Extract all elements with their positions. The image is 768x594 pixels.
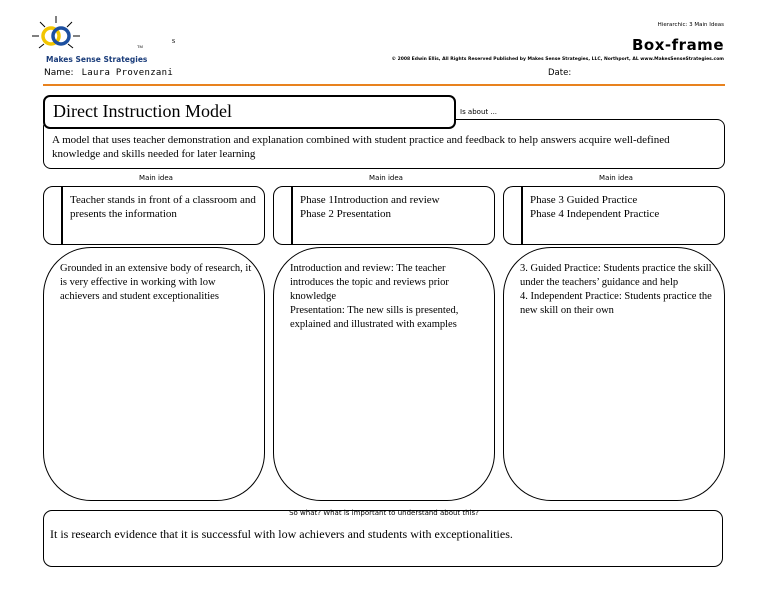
trademark: TM — [137, 44, 143, 49]
so-what-label: So what? What is important to understand… — [289, 509, 479, 517]
main-idea-box-2: Phase 1Introduction and review Phase 2 P… — [273, 186, 495, 245]
main-idea-label-1: Main idea — [139, 174, 173, 182]
stray-mark: s — [172, 36, 176, 45]
main-idea-label-2: Main idea — [369, 174, 403, 182]
name-row: Name: Laura Provenzani — [44, 68, 173, 78]
name-value: Laura Provenzani — [81, 68, 174, 78]
topic-title: Direct Instruction Model — [53, 101, 232, 121]
main-idea-bar — [61, 187, 63, 244]
is-about-label: Is about ... — [460, 108, 498, 116]
copyright-line: © 2008 Edwin Ellis, All Rights Reserved … — [391, 57, 725, 62]
brand-name: Makes Sense Strategies — [46, 55, 148, 64]
details-box-2: Introduction and review: The teacher int… — [273, 247, 495, 501]
hierarchic-label: Hierarchic: 3 Main Ideas — [657, 22, 724, 28]
date-label: Date: — [548, 68, 572, 78]
details-text-2: Introduction and review: The teacher int… — [290, 263, 459, 330]
main-idea-text-2: Phase 1Introduction and review Phase 2 P… — [300, 194, 440, 220]
so-what-box — [43, 510, 723, 567]
main-idea-text-1: Teacher stands in front of a classroom a… — [70, 194, 256, 220]
details-box-3: 3. Guided Practice: Students practice th… — [503, 247, 725, 501]
main-idea-label-3: Main idea — [599, 174, 633, 182]
topic-box: Direct Instruction Model — [43, 95, 456, 129]
details-text-1: Grounded in an extensive body of researc… — [60, 263, 252, 302]
main-idea-box-1: Teacher stands in front of a classroom a… — [43, 186, 265, 245]
header-rule — [43, 84, 725, 86]
form-title: Box-frame — [632, 36, 724, 54]
main-idea-text-3: Phase 3 Guided Practice Phase 4 Independ… — [530, 194, 660, 220]
main-idea-bar — [291, 187, 293, 244]
details-text-3: 3. Guided Practice: Students practice th… — [520, 263, 712, 316]
name-label: Name: — [44, 68, 74, 78]
is-about-text: A model that uses teacher demonstration … — [52, 134, 670, 160]
main-idea-bar — [521, 187, 523, 244]
details-box-1: Grounded in an extensive body of researc… — [43, 247, 265, 501]
makes-sense-logo-icon — [32, 16, 80, 49]
main-idea-box-3: Phase 3 Guided Practice Phase 4 Independ… — [503, 186, 725, 245]
so-what-text: It is research evidence that it is succe… — [50, 527, 513, 541]
